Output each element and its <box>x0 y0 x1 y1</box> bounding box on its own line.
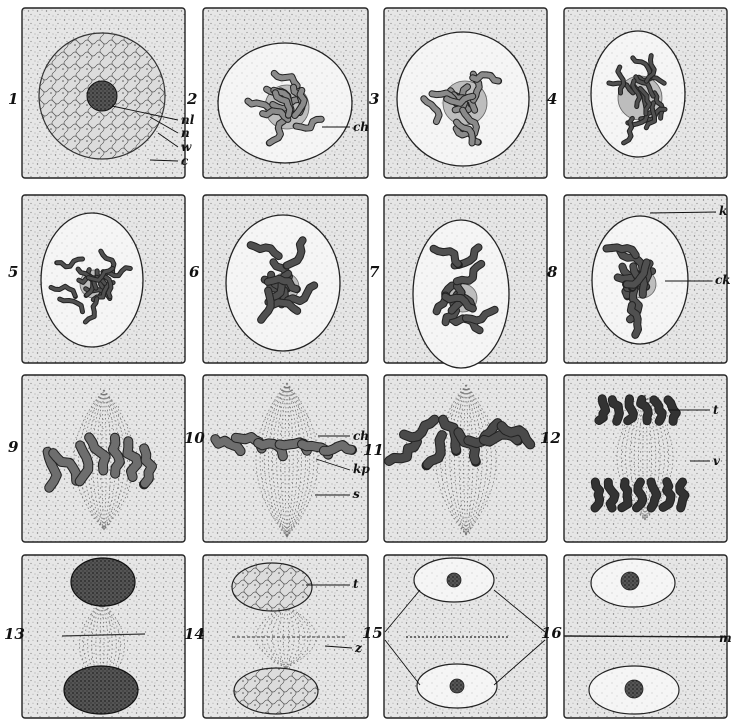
panel-number-6: 6 <box>189 263 200 281</box>
label-k: k <box>719 204 727 218</box>
panel-number-7: 7 <box>369 263 380 281</box>
label-z: z <box>354 641 363 655</box>
panel-number-3: 3 <box>369 90 379 108</box>
nucleolus <box>450 679 464 693</box>
label-t-12: t <box>713 403 719 417</box>
panel-number-16: 16 <box>541 624 562 642</box>
daughter-chromatin <box>64 666 138 714</box>
label-m: m <box>719 631 732 645</box>
panel-number-14: 14 <box>184 625 205 643</box>
panel-number-4: 4 <box>547 90 557 108</box>
panel-number-10: 10 <box>184 429 205 447</box>
label-t-14: t <box>353 577 359 591</box>
panel-number-5: 5 <box>8 263 18 281</box>
chromosome-body <box>637 482 643 508</box>
label-c: c <box>181 154 189 168</box>
panel-number-1: 1 <box>8 90 18 108</box>
label-v: v <box>713 454 721 468</box>
label-ch-10: ch <box>353 429 369 443</box>
panel-number-11: 11 <box>363 441 384 459</box>
panel-number-12: 12 <box>540 429 561 447</box>
label-nl: nl <box>181 113 195 127</box>
chromosome-body <box>628 399 634 421</box>
daughter-nucleus <box>232 563 312 611</box>
nucleolus <box>621 572 639 590</box>
nucleolus <box>447 573 461 587</box>
label-ch-3: ch <box>353 120 369 134</box>
chromosome-body <box>113 438 120 474</box>
label-ck: ck <box>715 273 731 287</box>
daughter-nucleus <box>234 668 318 714</box>
panel-number-15: 15 <box>362 624 383 642</box>
panel-number-2: 2 <box>186 90 197 108</box>
label-s: s <box>353 487 360 501</box>
panel-number-8: 8 <box>547 263 558 281</box>
panel-number-13: 13 <box>4 625 25 643</box>
nucleolus <box>625 680 643 698</box>
chromosome-body <box>595 482 600 508</box>
label-w: w <box>181 140 192 154</box>
daughter-chromatin <box>71 558 135 606</box>
panel-number-9: 9 <box>8 438 19 456</box>
label-kp: kp <box>353 462 370 476</box>
label-n: n <box>181 126 190 140</box>
